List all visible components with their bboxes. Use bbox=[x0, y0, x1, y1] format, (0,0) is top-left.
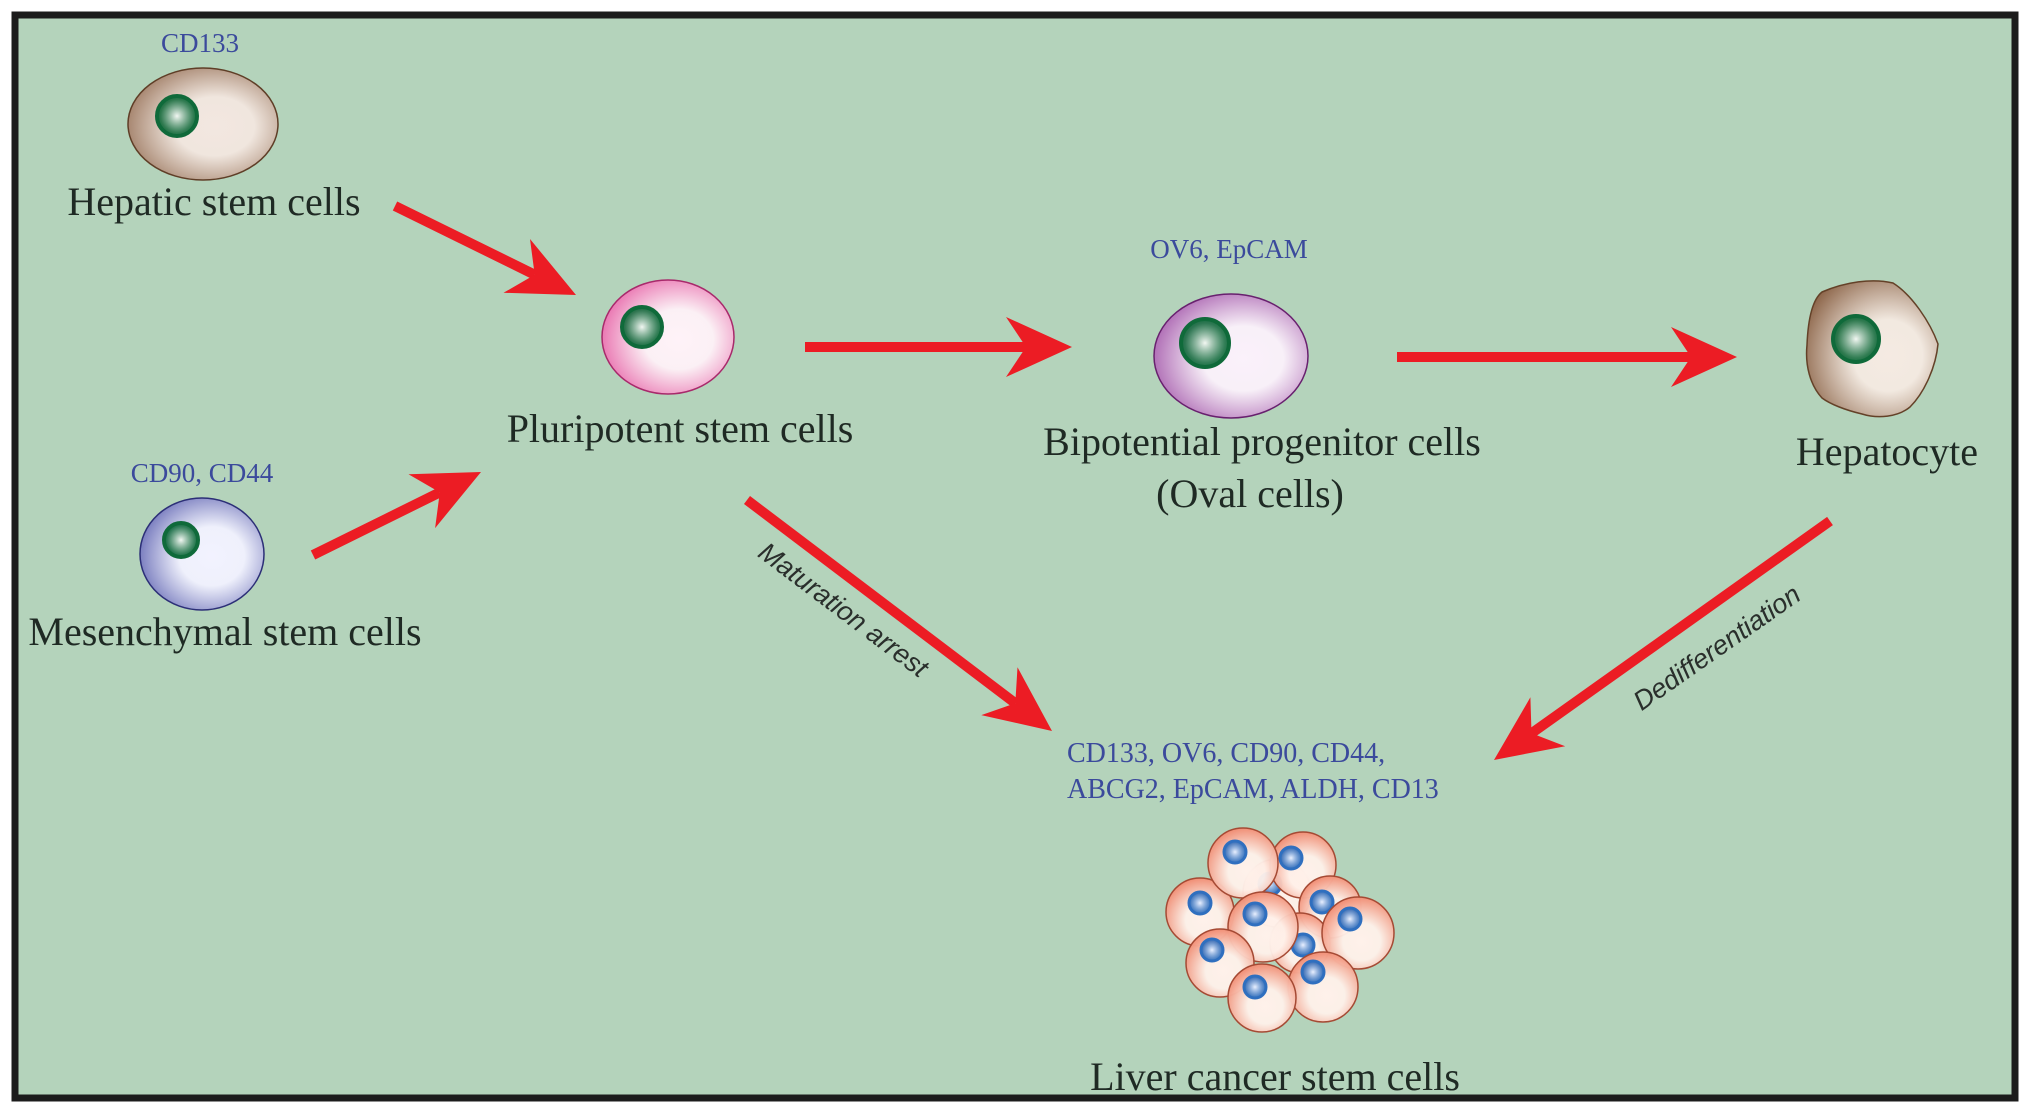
mesenchymal-stem-markers: CD90, CD44 bbox=[131, 458, 274, 488]
cancer-stem-cell-nucleus bbox=[1300, 959, 1326, 985]
bipotential-progenitor-cell-nucleus bbox=[1179, 317, 1231, 369]
mesenchymal-stem-cell-body bbox=[139, 497, 265, 611]
arrow-hepatic-to-pluripotent bbox=[392, 201, 576, 295]
arrow-head bbox=[408, 472, 481, 529]
hepatic-stem-label: Hepatic stem cells bbox=[67, 179, 360, 224]
arrow-shaft bbox=[1528, 516, 1833, 738]
hepatic-stem-cell-body bbox=[127, 67, 279, 181]
arrow-head bbox=[503, 239, 576, 295]
arrow-shaft bbox=[310, 487, 442, 560]
arrow-shaft bbox=[392, 201, 537, 280]
hepatocyte-nucleus bbox=[1831, 314, 1881, 364]
mesenchymal-stem-cell-nucleus bbox=[162, 521, 200, 559]
arrows-layer bbox=[310, 201, 1833, 760]
mesenchymal-stem-cell bbox=[139, 497, 265, 611]
cells-layer bbox=[127, 67, 1939, 1033]
diagram-background bbox=[11, 11, 2019, 1102]
cancer-stem-cell-nucleus bbox=[1222, 839, 1248, 865]
cancer-stem-cell-nucleus bbox=[1199, 937, 1225, 963]
arrow-head bbox=[1494, 697, 1566, 760]
cancer-stem-cell-body bbox=[1287, 951, 1359, 1023]
bipotential-progenitor-markers: OV6, EpCAM bbox=[1150, 234, 1308, 264]
cancer-stem-cell-nucleus bbox=[1242, 901, 1268, 927]
liver-cancer-stem-markers-line2: ABCG2, EpCAM, ALDH, CD13 bbox=[1067, 774, 1439, 805]
arrow-dedifferentiation bbox=[1494, 516, 1833, 760]
mesenchymal-stem-label: Mesenchymal stem cells bbox=[28, 609, 421, 654]
cancer-stem-cell bbox=[1321, 896, 1395, 970]
pluripotent-stem-cell bbox=[601, 279, 735, 395]
cancer-stem-cell-body bbox=[1227, 963, 1297, 1033]
cancer-stem-cell bbox=[1287, 951, 1359, 1023]
cancer-stem-cell-nucleus bbox=[1278, 845, 1304, 871]
pluripotent-stem-cell-nucleus bbox=[620, 305, 664, 349]
cancer-stem-cell bbox=[1207, 827, 1279, 899]
hepatic-stem-markers: CD133 bbox=[161, 28, 239, 58]
hepatocyte-cell bbox=[1805, 280, 1939, 418]
arrow-bipotential-to-hepatocyte bbox=[1397, 327, 1737, 387]
hepatic-stem-cell bbox=[127, 67, 279, 181]
cancer-stem-cell-nucleus bbox=[1242, 974, 1268, 1000]
liver-cancer-stem-markers-line1: CD133, OV6, CD90, CD44, bbox=[1067, 738, 1385, 769]
arrow-head bbox=[1671, 327, 1737, 387]
bipotential-progenitor-cell-body bbox=[1153, 293, 1309, 419]
arrow-shaft bbox=[743, 496, 1019, 708]
liver-cancer-stem-label: Liver cancer stem cells bbox=[1090, 1054, 1460, 1099]
pluripotent-stem-label: Pluripotent stem cells bbox=[507, 406, 854, 451]
hepatic-stem-cell-nucleus bbox=[155, 94, 199, 138]
arrow-mesenchymal-to-pluripotent bbox=[310, 472, 481, 560]
cancer-stem-cell bbox=[1227, 963, 1297, 1033]
liver-cancer-stem-cell-cluster bbox=[1165, 827, 1395, 1033]
cancer-stem-cell-body bbox=[1207, 827, 1279, 899]
arrow-pluripotent-to-bipotential bbox=[805, 317, 1072, 377]
bipotential-progenitor-label: Bipotential progenitor cells bbox=[1043, 419, 1481, 464]
cancer-stem-cell-nucleus bbox=[1187, 890, 1213, 916]
arrow-head bbox=[981, 667, 1052, 731]
bipotential-progenitor-cell bbox=[1153, 293, 1309, 419]
cancer-stem-cell-nucleus bbox=[1337, 906, 1363, 932]
arrow-head bbox=[1006, 317, 1072, 377]
hepatocyte-label: Hepatocyte bbox=[1796, 429, 1978, 474]
cancer-stem-cell-nucleus bbox=[1309, 889, 1335, 915]
oval-cells-label: (Oval cells) bbox=[1156, 471, 1344, 516]
pluripotent-stem-cell-body bbox=[601, 279, 735, 395]
arrow-maturation-arrest bbox=[743, 496, 1052, 731]
